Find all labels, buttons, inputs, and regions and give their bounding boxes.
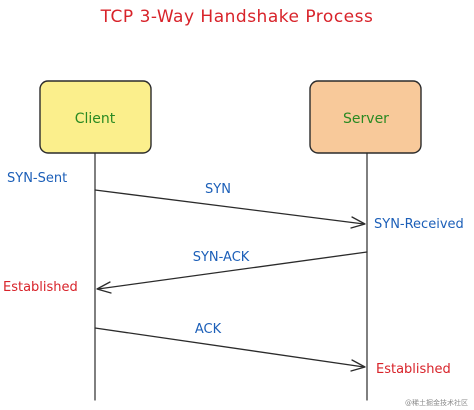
client-state-established: Established xyxy=(3,280,78,295)
syn-ack-label: SYN-ACK xyxy=(193,250,250,265)
server-state-established: Established xyxy=(376,362,451,377)
watermark: @稀土掘金技术社区 xyxy=(405,398,468,407)
client-state-syn-sent: SYN-Sent xyxy=(7,171,67,186)
ack-arrowhead xyxy=(350,359,366,372)
server-box xyxy=(309,80,422,154)
syn-ack-arrowhead xyxy=(96,281,112,294)
diagram-title: TCP 3-Way Handshake Process xyxy=(100,7,374,27)
server-state-syn-received: SYN-Received xyxy=(374,217,464,232)
server-label: Server xyxy=(343,111,389,127)
syn-arrow xyxy=(94,189,365,225)
ack-arrow xyxy=(94,327,365,368)
ack-label: ACK xyxy=(195,322,222,337)
syn-arrowhead xyxy=(350,216,366,229)
syn-ack-arrow xyxy=(97,251,368,290)
client-label: Client xyxy=(75,111,116,127)
syn-label: SYN xyxy=(205,182,231,197)
